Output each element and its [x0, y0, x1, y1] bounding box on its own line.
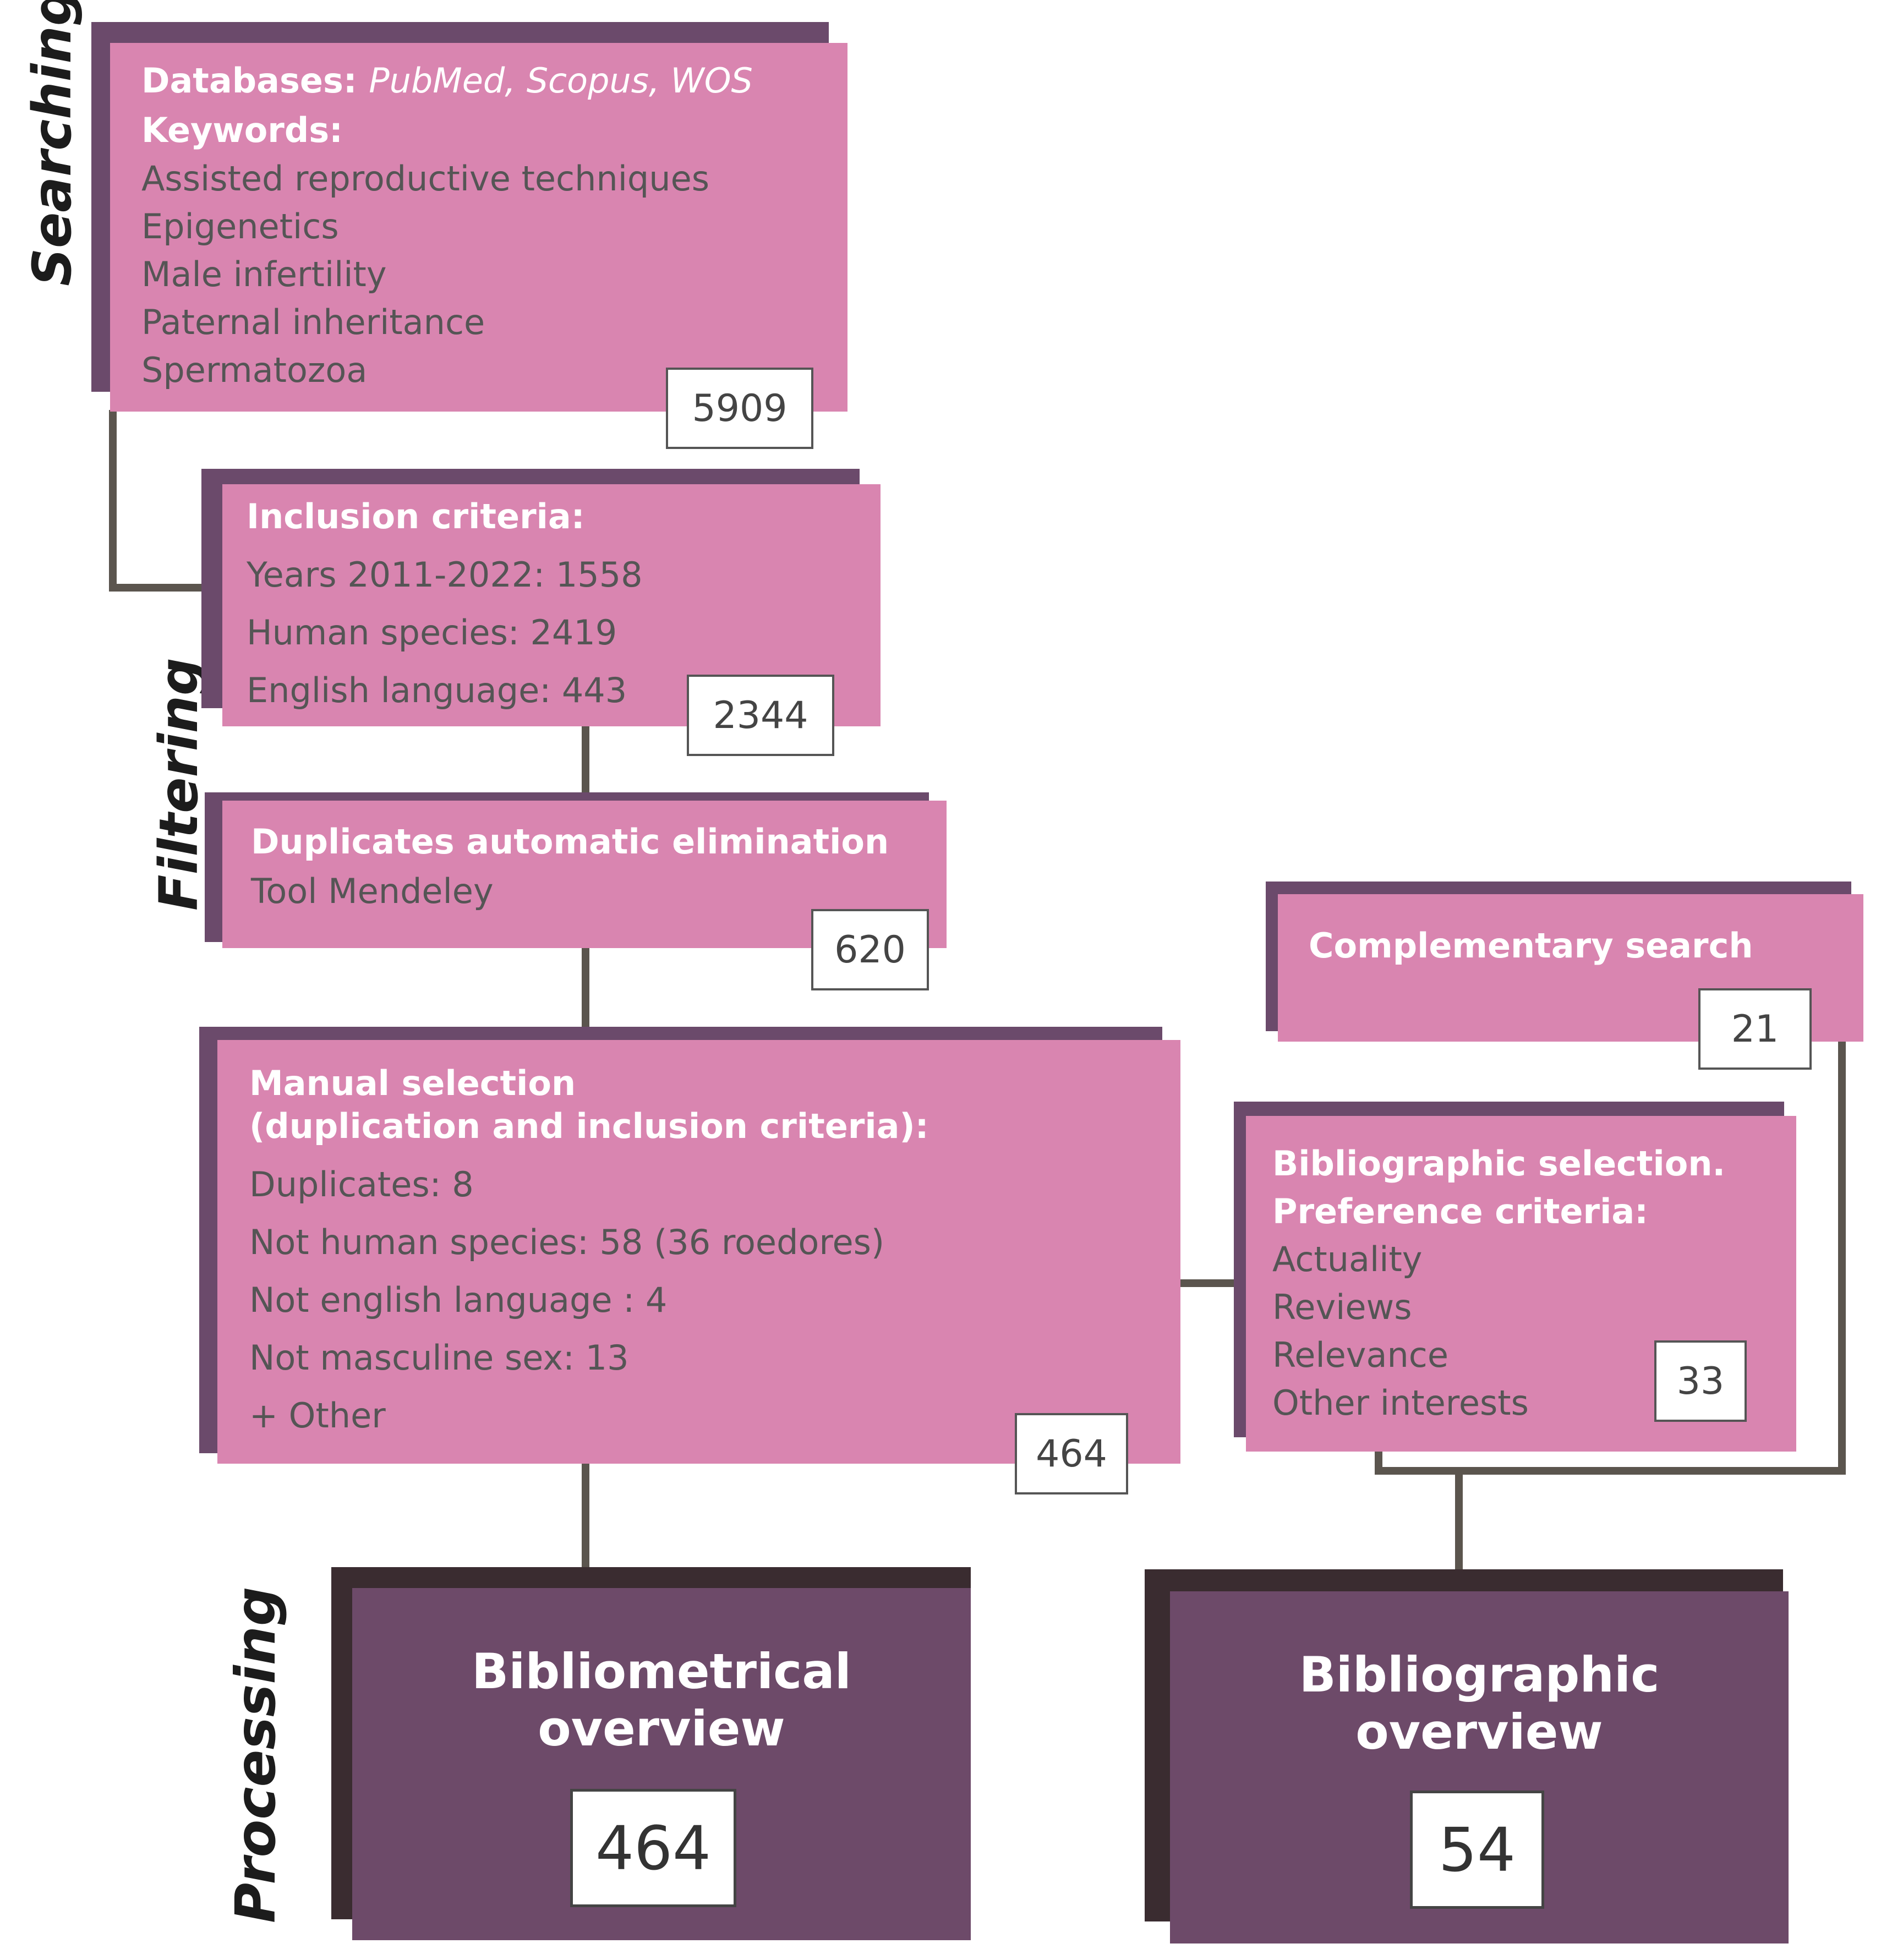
connector-search-to-inclusion-vertical: [109, 410, 117, 592]
bibliographic-overview-title: Bibliographic overview: [1170, 1646, 1789, 1761]
bibliometrical-overview-line2: overview: [538, 1700, 785, 1757]
keyword-item: Spermatozoa: [141, 350, 368, 390]
bibliometrical-overview-line1: Bibliometrical: [472, 1643, 851, 1700]
manual-count-badge: 464: [1015, 1413, 1128, 1494]
search-box: Databases: PubMed, Scopus, WOS Keywords:…: [110, 43, 847, 412]
bibliographic-selection-count-badge: 33: [1654, 1340, 1747, 1422]
duplicates-tool: Tool Mendeley: [251, 871, 494, 911]
preference-item: Other interests: [1272, 1383, 1529, 1423]
preference-item: Relevance: [1272, 1335, 1449, 1375]
connector-manual-to-bibliographic-selection: [1178, 1279, 1249, 1287]
connector-duplicates-to-manual: [582, 948, 589, 1036]
bibliographic-overview-line1: Bibliographic: [1299, 1646, 1660, 1703]
complementary-title: Complementary search: [1309, 926, 1753, 966]
connector-complementary-down: [1838, 1040, 1846, 1475]
connector-merge-to-bibliographic-overview: [1455, 1467, 1463, 1577]
bibliographic-selection-title-line1: Bibliographic selection.: [1272, 1143, 1726, 1184]
preference-item: Reviews: [1272, 1287, 1412, 1327]
duplicates-title: Duplicates automatic elimination: [251, 822, 889, 862]
keyword-item: Paternal inheritance: [141, 302, 485, 342]
search-count-badge: 5909: [666, 368, 813, 449]
manual-item: + Other: [249, 1395, 386, 1436]
bibliographic-overview-box: Bibliographic overview 54: [1170, 1591, 1789, 1943]
stage-label-searching: Searching: [21, 0, 83, 286]
inclusion-item: Years 2011-2022: 1558: [247, 555, 643, 595]
connector-inclusion-to-duplicates: [582, 725, 589, 803]
manual-item: Not english language : 4: [249, 1280, 668, 1320]
bibliographic-selection-box: Bibliographic selection. Preference crit…: [1246, 1116, 1796, 1452]
duplicates-box: Duplicates automatic elimination Tool Me…: [222, 801, 947, 948]
bibliographic-overview-count: 54: [1410, 1791, 1544, 1909]
manual-title-line2: (duplication and inclusion criteria):: [249, 1106, 929, 1146]
stage-label-filtering: Filtering: [148, 658, 210, 911]
inclusion-count-badge: 2344: [687, 675, 834, 756]
inclusion-item: Human species: 2419: [247, 612, 617, 653]
connector-merge-horizontal: [1375, 1467, 1846, 1475]
manual-title-line1: Manual selection: [249, 1063, 576, 1103]
keywords-label: Keywords:: [141, 110, 343, 150]
bibliometrical-overview-title: Bibliometrical overview: [352, 1643, 971, 1758]
bibliographic-selection-title-line2: Preference criteria:: [1272, 1191, 1648, 1231]
databases-value: PubMed, Scopus, WOS: [369, 61, 753, 101]
keyword-item: Assisted reproductive techniques: [141, 158, 710, 199]
connector-manual-to-bibliometrical: [582, 1464, 589, 1574]
manual-item: Duplicates: 8: [249, 1164, 474, 1205]
bibliometrical-overview-box: Bibliometrical overview 464: [352, 1588, 971, 1940]
stage-label-processing: Processing: [223, 1586, 288, 1923]
databases-label: Databases:: [141, 61, 357, 101]
databases-line: Databases: PubMed, Scopus, WOS: [141, 64, 753, 98]
bibliographic-overview-line2: overview: [1355, 1703, 1603, 1760]
keyword-item: Male infertility: [141, 254, 387, 294]
manual-item: Not human species: 58 (36 roedores): [249, 1222, 885, 1262]
inclusion-item: English language: 443: [247, 670, 627, 710]
duplicates-count-badge: 620: [811, 909, 929, 990]
manual-item: Not masculine sex: 13: [249, 1338, 629, 1378]
manual-box: Manual selection (duplication and inclus…: [217, 1040, 1180, 1464]
keyword-item: Epigenetics: [141, 206, 339, 247]
bibliometrical-overview-count: 464: [570, 1789, 736, 1907]
connector-search-to-inclusion-horizontal: [109, 584, 219, 592]
complementary-count-badge: 21: [1698, 988, 1812, 1070]
preference-item: Actuality: [1272, 1239, 1423, 1279]
inclusion-title: Inclusion criteria:: [247, 496, 585, 536]
